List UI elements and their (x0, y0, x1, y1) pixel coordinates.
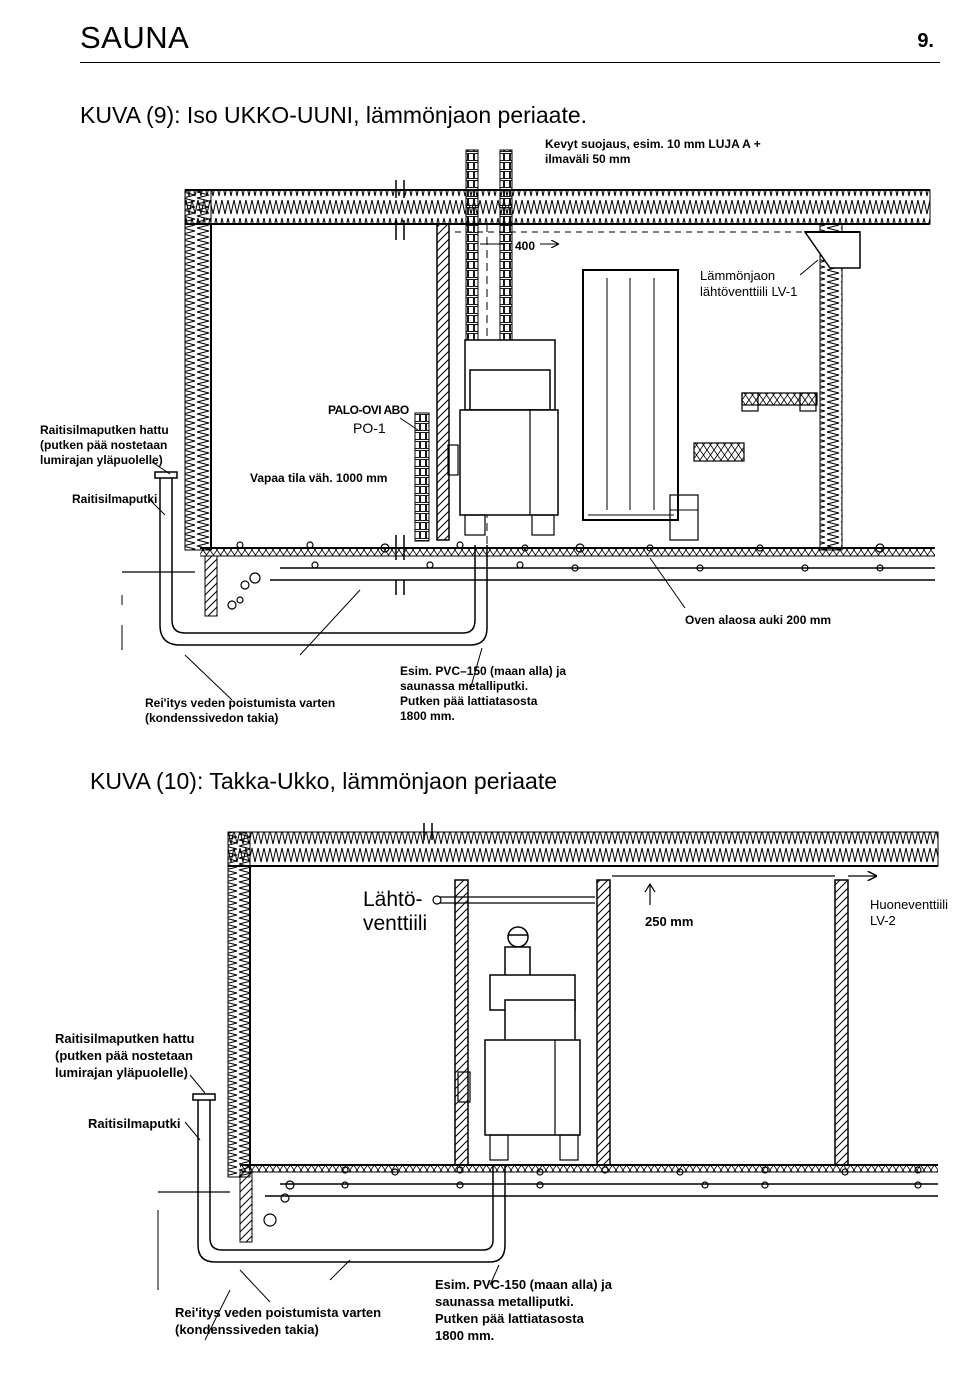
dimension-250-label: 250 mm (645, 914, 694, 929)
figure-9-drawing (121, 149, 935, 701)
chimney-right (499, 149, 513, 351)
fire-door (414, 412, 430, 542)
takka-ukko-stove (457, 926, 581, 1161)
partition-wall (436, 223, 450, 541)
figure-10-title: KUVA (10): Takka-Ukko, lämmönjaon periaa… (90, 768, 558, 794)
floor-slab (200, 549, 935, 556)
right-wall (819, 223, 843, 551)
dimension-400-label: 400 (515, 239, 536, 253)
upper-bench (741, 392, 818, 406)
pvc-pipe-note-label-10: Esim. PVC-150 (maan alla) ja saunassa me… (435, 1277, 613, 1343)
fresh-air-pipe-10 (192, 1093, 506, 1263)
lower-bench (693, 442, 745, 462)
po1-label: PO-1 (353, 420, 386, 436)
ceiling-insulation (184, 189, 931, 225)
gravel-fill-10 (263, 1166, 922, 1227)
light-protection-label: Kevyt suojaus, esim. 10 mm LUJA A + ilma… (545, 137, 761, 166)
figure-9-title: KUVA (9): Iso UKKO-UUNI, lämmönjaon peri… (80, 102, 588, 128)
gravel-fill (227, 541, 885, 610)
header-rule (80, 62, 940, 63)
document-title: SAUNA (80, 20, 190, 55)
fresh-air-pipe-label: Raitisilmaputki (72, 492, 158, 506)
fire-door-label: PALO-OVI ABO (328, 403, 409, 417)
page-number: 9. (917, 30, 934, 52)
fresh-air-pipe-label-10: Raitisilmaputki (88, 1116, 181, 1131)
fresh-air-pipe-cap-label: Raitisilmaputken hattu (putken pää noste… (40, 423, 169, 467)
floor-slab-10 (240, 1165, 938, 1172)
left-wall-10 (227, 831, 251, 1178)
iso-ukko-stove (447, 339, 559, 536)
drainage-perforation-label: Rei'itys veden poistumista varten (konde… (145, 696, 336, 725)
pvc-pipe-note-label: Esim. PVC–150 (maan alla) ja saunassa me… (400, 664, 567, 723)
door-bottom-open-label: Oven alaosa auki 200 mm (685, 613, 832, 627)
partition-wall-10b (596, 879, 611, 1166)
fresh-air-pipe-cap-label-10: Raitisilmaputken hattu (putken pää noste… (55, 1031, 195, 1080)
distribution-valve-lv1-label: Lämmönjaon lähtöventtiili LV-1 (700, 268, 798, 299)
figure-10-drawing (157, 823, 939, 1341)
chimney-left (465, 149, 479, 351)
free-space-label: Vapaa tila väh. 1000 mm (250, 471, 388, 485)
ceiling-insulation-10 (227, 831, 939, 867)
partition-wall-10a (454, 879, 469, 1166)
drainage-perforation-label-10: Rei'itys veden poistumista varten (konde… (175, 1305, 382, 1337)
fresh-air-pipe (154, 471, 488, 646)
partition-wall-10c (834, 879, 849, 1166)
left-wall (184, 189, 212, 551)
stool (669, 494, 699, 541)
outlet-valve-label: Lähtö- venttiili (363, 888, 428, 935)
room-valve-lv2-label: Huoneventtiili LV-2 (870, 897, 949, 928)
